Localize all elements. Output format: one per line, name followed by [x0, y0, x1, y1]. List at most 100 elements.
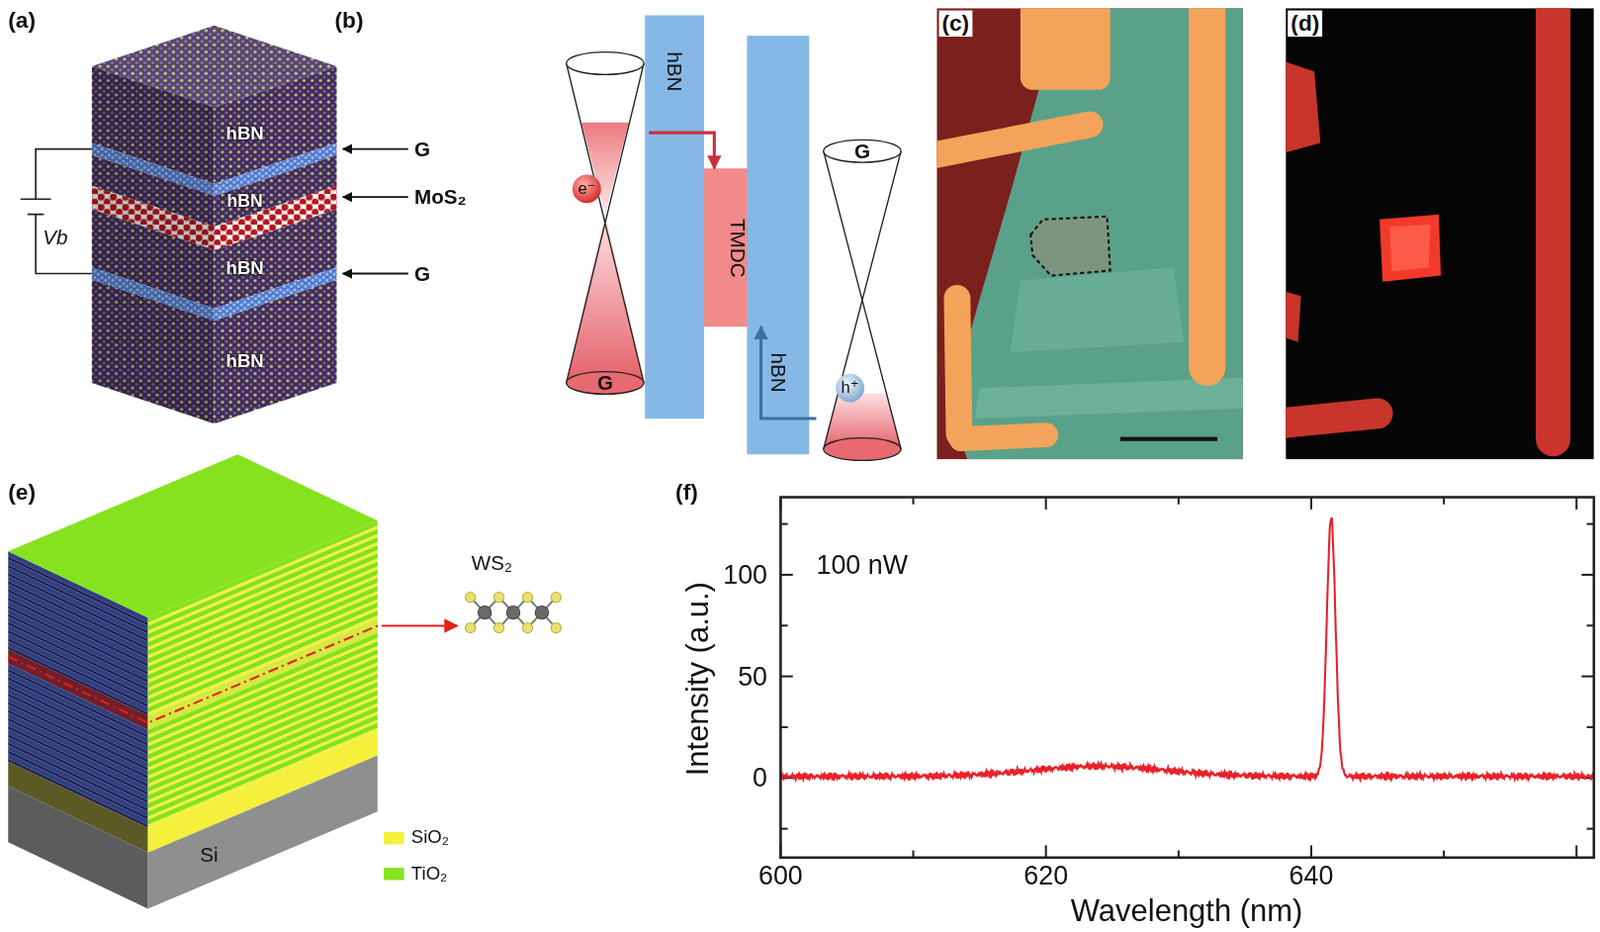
hole-circle: h⁺ [835, 373, 865, 403]
axis-tick [1045, 497, 1048, 510]
tick-label: 0 [752, 763, 768, 794]
tungsten-atom [506, 605, 520, 619]
flake-outline [1030, 216, 1110, 276]
layer-name: MoS₂ [414, 185, 467, 209]
tungsten-atom [477, 605, 491, 619]
layer-name: hBN [226, 351, 265, 371]
microcavity [7, 453, 561, 908]
bias-label: Vb [42, 225, 68, 249]
legend-swatch [383, 831, 405, 844]
leader-arrow [343, 148, 409, 151]
plot-frame [780, 497, 1594, 858]
layer-face [7, 786, 148, 909]
emission-area [1285, 290, 1301, 343]
axis-tick [780, 675, 793, 678]
panel-letter: (d) [1287, 9, 1323, 37]
node-label: hBN [767, 353, 789, 393]
panel-letter: (e) [7, 479, 36, 505]
node-label: e⁻ [577, 180, 596, 198]
sulfur-atom [493, 591, 504, 602]
hbn-barrier: hBN [644, 14, 705, 419]
layer-name: Si [199, 842, 218, 866]
node-label: h⁺ [841, 379, 860, 397]
scale-bar [1120, 437, 1218, 442]
node-label: G [854, 140, 871, 162]
axis-tick [1310, 844, 1313, 857]
leader-arrow [343, 195, 409, 198]
bias-circuit [20, 149, 92, 274]
node-label: hBN [664, 51, 686, 91]
electrode [1020, 7, 1111, 90]
panel-letter: (b) [334, 7, 363, 33]
axis-tick [780, 573, 793, 576]
sulfur-atom [493, 622, 504, 632]
tick-label: 100 [722, 559, 768, 590]
tick-label: 640 [1289, 861, 1334, 891]
sulfur-atom [550, 591, 561, 602]
sulfur-atom [550, 622, 561, 632]
pointer-arrow [381, 624, 457, 627]
spectrum-chart [780, 497, 1594, 858]
electrode [1188, 7, 1226, 367]
face-shade [91, 25, 338, 108]
material-name: WS₂ [471, 550, 513, 574]
graphene-cone: e⁻ G [561, 25, 650, 409]
cavity-plane [7, 625, 378, 723]
face-shade [91, 279, 215, 424]
tick-label: 620 [1023, 861, 1068, 891]
electron-circle: e⁻ [572, 174, 602, 203]
ws2-molecule [465, 591, 562, 632]
axis-title: Wavelength (nm) [1070, 892, 1304, 927]
emission-flake [1379, 214, 1441, 282]
layer-face [148, 755, 378, 909]
flake [1010, 266, 1184, 353]
axis-tick [1581, 675, 1594, 678]
panel-letter: (a) [7, 7, 36, 33]
top-face [91, 25, 338, 108]
panel-letter: (f) [675, 479, 699, 505]
top-face [7, 453, 378, 618]
legend-swatch [383, 867, 405, 880]
sulfur-atom [465, 591, 476, 602]
dirac-cone [816, 122, 909, 470]
layer-name: hBN [227, 192, 264, 212]
hbn-barrier: hBN [746, 35, 809, 454]
sulfur-atom [465, 622, 476, 632]
layer-name: G [414, 262, 431, 285]
sulfur-atom [522, 591, 533, 602]
electrode [936, 124, 1090, 156]
axis-tick [1575, 844, 1578, 857]
layer-name: hBN [226, 258, 265, 278]
axis-tick [1581, 573, 1594, 576]
tungsten-atom [534, 605, 548, 619]
dirac-cone [561, 25, 650, 409]
electrode [957, 297, 960, 434]
emission-map [1285, 7, 1595, 459]
spectrum-line [780, 517, 1594, 781]
layer-name: hBN [226, 124, 265, 145]
graphene-cone: h⁺ G [816, 122, 909, 470]
axis-tick [1310, 497, 1313, 510]
legend-text: SiO₂ [411, 827, 449, 848]
layer-face [91, 279, 215, 424]
emission-flake [1389, 224, 1430, 271]
emission-area [1285, 413, 1378, 424]
heterostructure-stack [20, 25, 409, 424]
node-label: G [597, 372, 614, 394]
axis-title: Intensity (a.u.) [680, 581, 714, 776]
emission-area [1535, 7, 1571, 439]
flake [1030, 216, 1110, 276]
leader-arrow [343, 272, 409, 275]
layer-name: G [414, 137, 431, 161]
tick-label: 50 [737, 661, 768, 692]
axis-tick [1575, 497, 1578, 510]
sulfur-atom [522, 622, 533, 632]
legend-text: TiO₂ [411, 863, 447, 884]
layer-face [214, 279, 338, 424]
optical-micrograph [936, 7, 1244, 459]
power-note: 100 nW [816, 549, 908, 580]
emission-area [1285, 61, 1321, 154]
node-label: TMDC [727, 217, 749, 277]
tick-label: 600 [758, 861, 803, 891]
